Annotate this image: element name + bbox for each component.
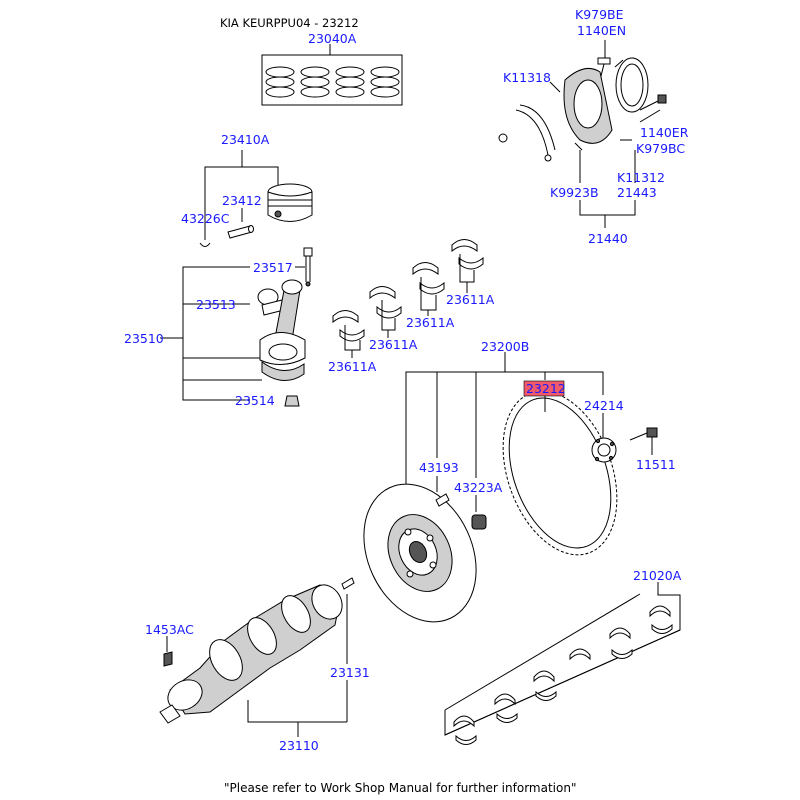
crankshaft-assembly — [159, 577, 355, 737]
label-23110[interactable]: 23110 — [279, 738, 319, 753]
label-1140ER[interactable]: 1140ER — [640, 125, 689, 140]
footer-note: "Please refer to Work Shop Manual for fu… — [224, 781, 576, 795]
label-23514[interactable]: 23514 — [235, 393, 275, 408]
label-1453AC[interactable]: 1453AC — [145, 622, 194, 637]
label-21020A[interactable]: 21020A — [633, 568, 682, 583]
label-K9923B[interactable]: K9923B — [550, 185, 599, 200]
diagram-header: KIA KEURPPU04 - 23212 — [220, 16, 359, 30]
piston-ring-set — [261, 44, 403, 106]
label-23040A[interactable]: 23040A — [308, 31, 357, 46]
flywheel-assembly — [363, 352, 658, 623]
conrod-bearings — [332, 239, 484, 358]
label-23611A-3[interactable]: 23611A — [406, 315, 455, 330]
label-11511[interactable]: 11511 — [636, 457, 676, 472]
highlight-23212 — [523, 380, 565, 397]
label-23611A-1[interactable]: 23611A — [328, 359, 377, 374]
ring-stack-1 — [265, 66, 295, 98]
ring-stack-3 — [335, 66, 365, 98]
label-1140EN[interactable]: 1140EN — [577, 23, 626, 38]
label-43193[interactable]: 43193 — [419, 460, 459, 475]
label-43223A[interactable]: 43223A — [454, 480, 503, 495]
label-23517[interactable]: 23517 — [253, 260, 293, 275]
label-23611A-4[interactable]: 23611A — [446, 292, 495, 307]
label-K11312[interactable]: K11312 — [617, 170, 665, 185]
connecting-rod-assembly — [160, 247, 313, 407]
label-K11318[interactable]: K11318 — [503, 70, 551, 85]
label-23212[interactable]: 23212 — [526, 381, 566, 396]
rear-seal-assembly — [498, 40, 667, 228]
piston-assembly — [199, 150, 313, 247]
label-21443[interactable]: 21443 — [617, 185, 657, 200]
label-K979BE[interactable]: K979BE — [575, 7, 624, 22]
main-bearings — [444, 582, 681, 745]
label-21440[interactable]: 21440 — [588, 231, 628, 246]
label-23510[interactable]: 23510 — [124, 331, 164, 346]
label-23410A[interactable]: 23410A — [221, 132, 270, 147]
label-23200B[interactable]: 23200B — [481, 339, 529, 354]
ring-stack-4 — [370, 66, 400, 98]
label-43226C[interactable]: 43226C — [181, 211, 230, 226]
label-K979BC[interactable]: K979BC — [636, 141, 685, 156]
label-24214[interactable]: 24214 — [584, 398, 624, 413]
ring-stack-2 — [300, 66, 330, 98]
label-23412[interactable]: 23412 — [222, 193, 262, 208]
label-23611A-2[interactable]: 23611A — [369, 337, 418, 352]
label-23513[interactable]: 23513 — [196, 297, 236, 312]
label-23131[interactable]: 23131 — [330, 665, 370, 680]
